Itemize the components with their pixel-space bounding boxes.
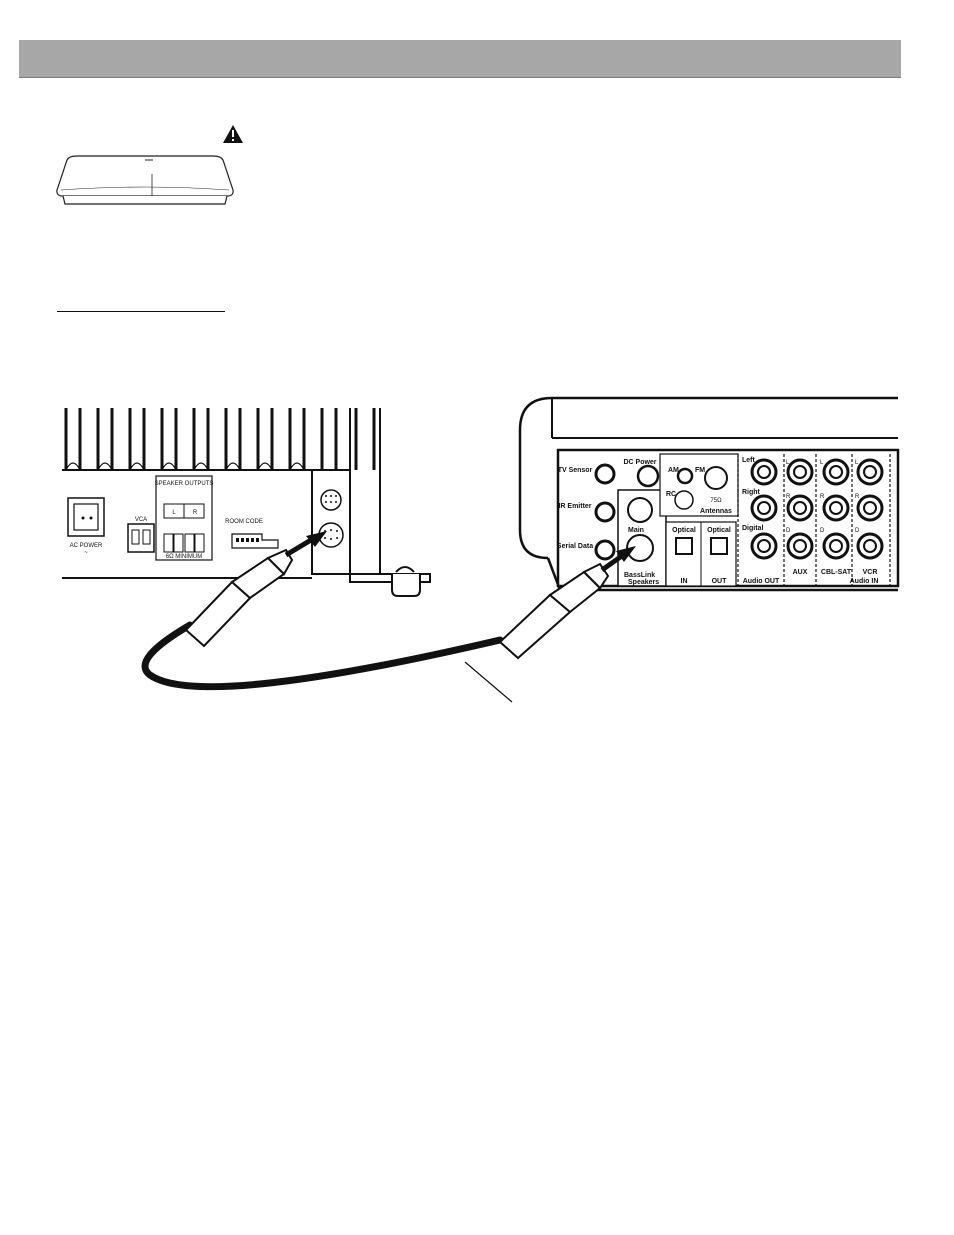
audio-in-label: Audio IN [850,578,879,585]
aux-d-label: D [786,528,791,534]
basslink-label: BassLink [624,572,655,579]
optical-in-label: Optical [672,527,696,534]
vcr-r-label: R [855,494,860,500]
vcr-label: VCR [863,569,878,576]
cbl-r-label: R [820,494,825,500]
cbl-l-label: L [820,460,824,466]
right-label: Right [742,489,761,496]
acoustimass-rear-panel: AC POWER ~ VCA SPEAKER OUTPUTS L R 6Ω MI… [62,408,431,597]
cbl-sat-label: CBL-SAT [821,569,852,576]
left-label: Left [742,457,756,464]
digital-label: Digital [742,525,763,532]
room-code-label: ROOM CODE [225,519,263,525]
connection-diagram: AC POWER ~ VCA SPEAKER OUTPUTS L R 6Ω MI… [62,396,900,703]
svg-text:~: ~ [84,550,88,556]
vcr-l-label: L [855,460,859,466]
aux-label: AUX [793,569,808,576]
speaker-l-label: L [172,510,176,516]
speaker-r-label: R [193,510,198,516]
dc-power-label: DC Power [623,459,656,466]
section-underline [57,311,225,312]
aux-r-label: R [786,494,791,500]
speakers-label: Speakers [628,579,659,586]
warning-icon [223,125,243,143]
minimum-label: 6Ω MINIMUM [166,554,202,560]
tv-sensor-label: TV Sensor [558,467,593,474]
speaker-outputs-label: SPEAKER OUTPUTS [155,481,214,487]
acoustimass-module-illustration [56,155,234,205]
optical-out-label: Optical [707,527,731,534]
section-header-bar [19,40,901,78]
out-label: OUT [712,578,728,585]
fm-ohm-label: 75Ω [710,498,722,504]
serial-data-label: Serial Data [557,543,593,550]
audio-out-label: Audio OUT [743,578,780,585]
aux-l-label: L [786,460,790,466]
vca-label: VCA [135,517,147,523]
cbl-d-label: D [820,528,825,534]
am-label: AM [668,467,679,474]
main-label: Main [628,527,644,534]
basslink-cable [141,531,636,703]
ir-emitter-label: IR Emitter [558,503,591,510]
media-center-rear-panel: TV Sensor IR Emitter Serial Data DC Powe… [518,396,900,592]
antennas-label: Antennas [700,508,732,515]
in-label: IN [681,578,688,585]
vcr-d-label: D [855,528,860,534]
rc-label: RC [666,491,676,498]
fm-label: FM [695,467,705,474]
ac-power-label: AC POWER [70,543,103,549]
